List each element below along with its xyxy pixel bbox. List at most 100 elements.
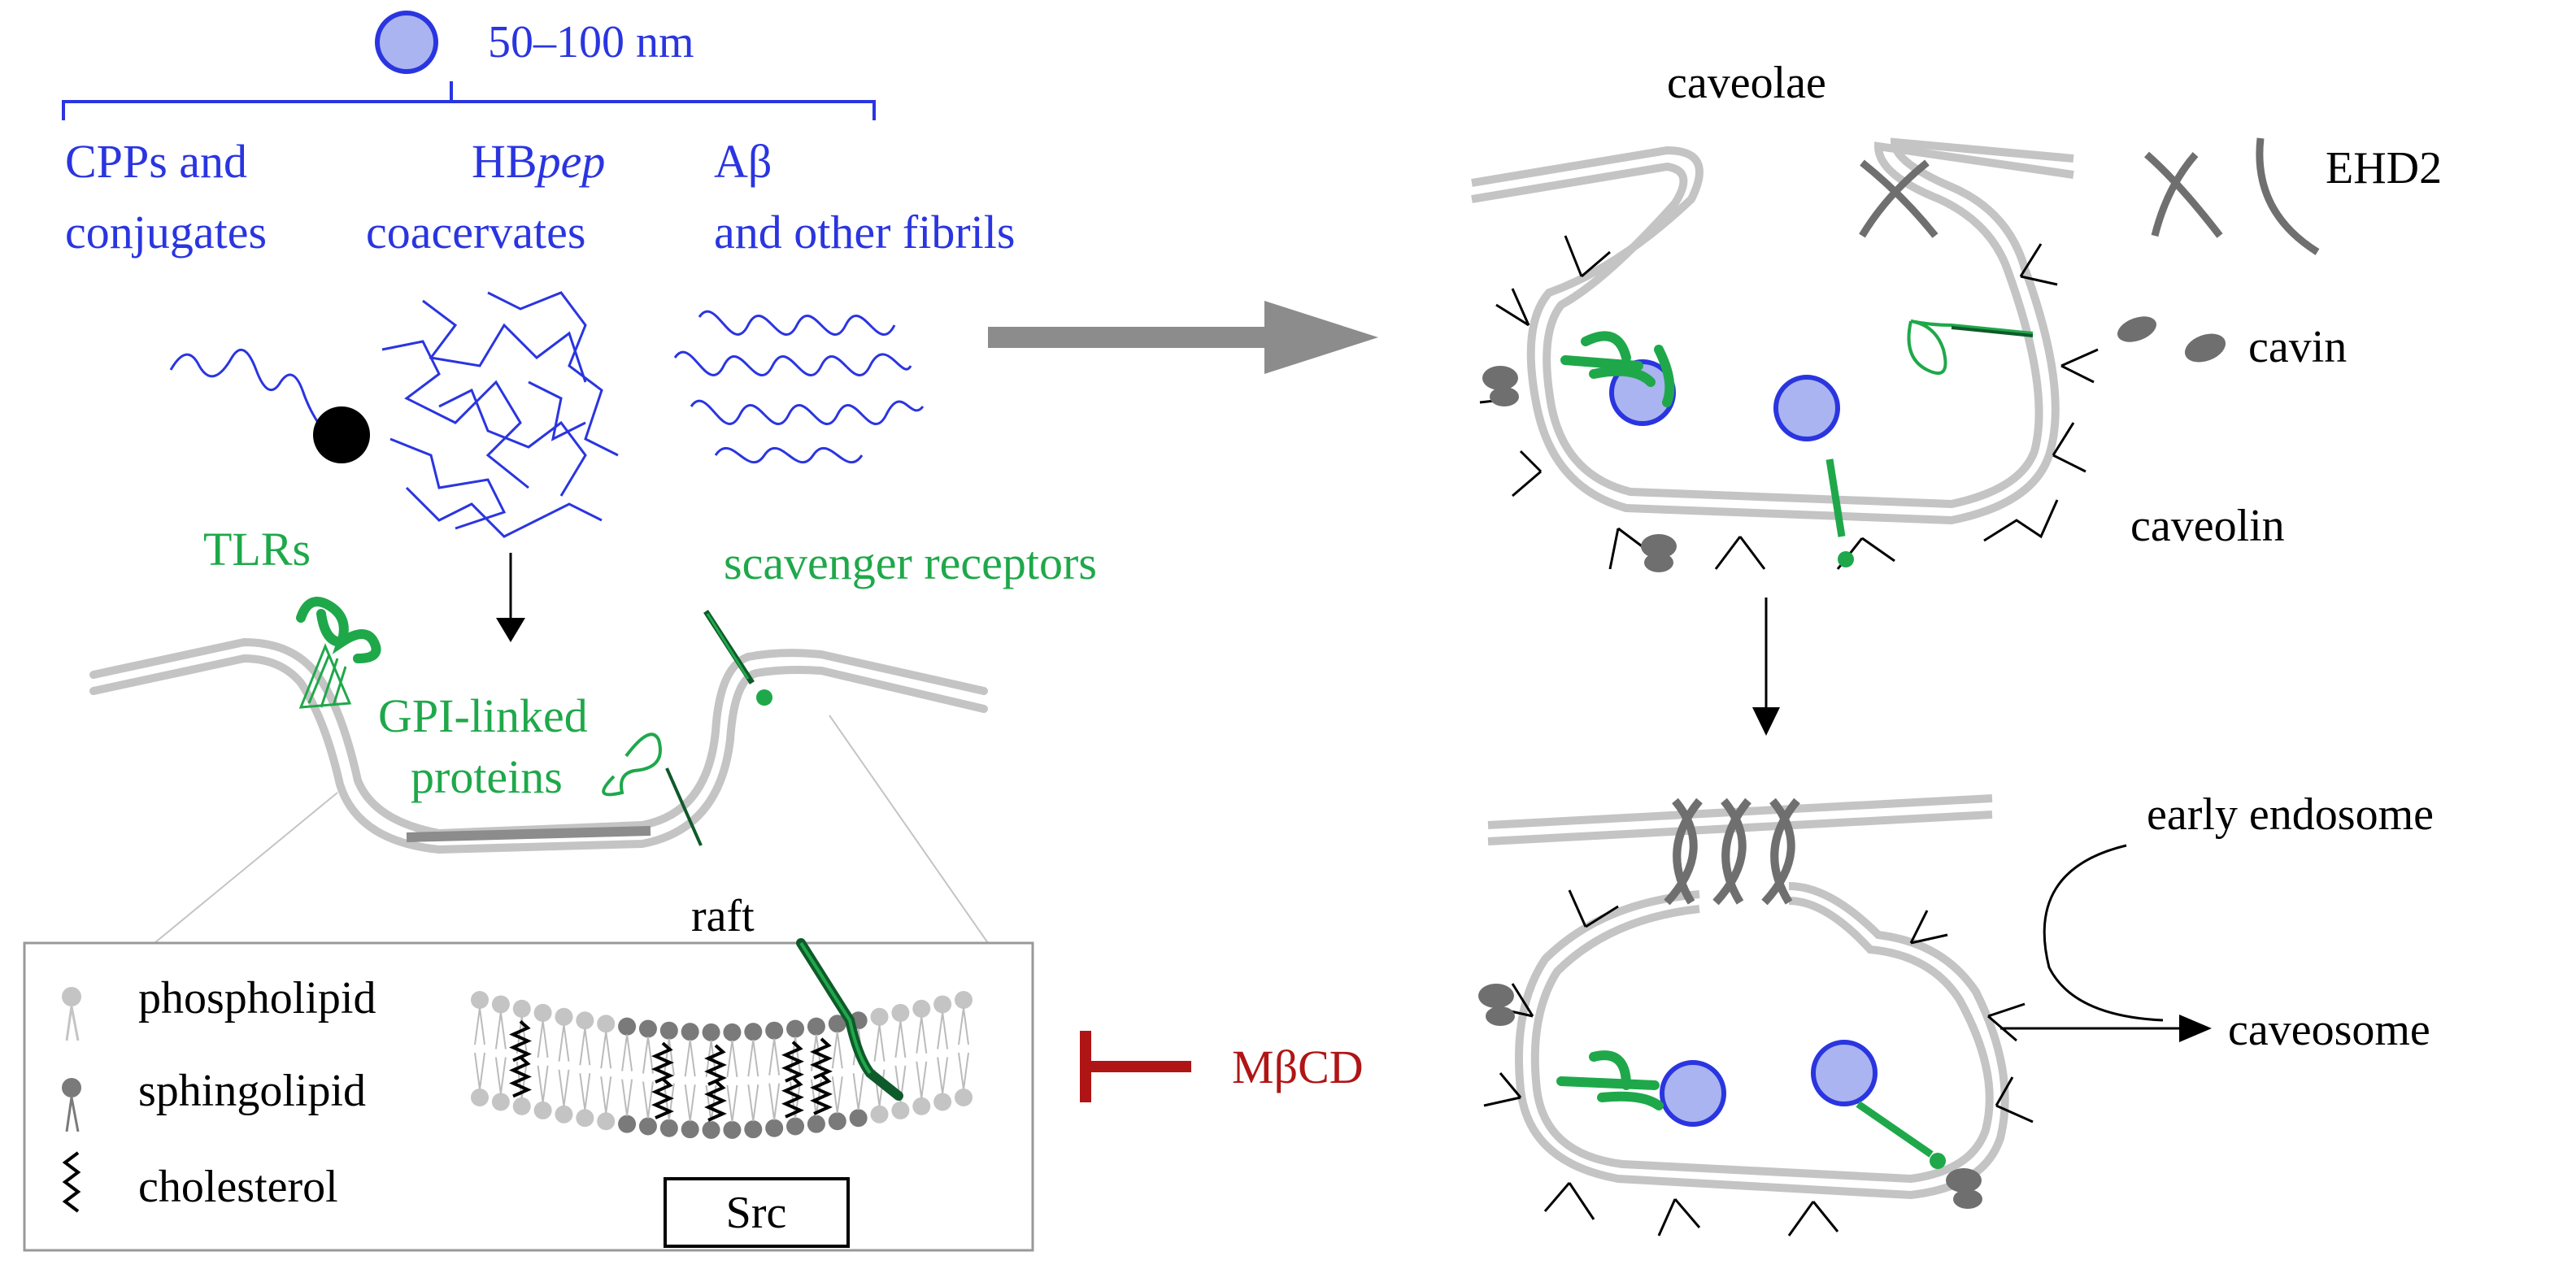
cavin-icon (2117, 316, 2156, 342)
raft-label: raft (691, 891, 755, 941)
lipid-head (933, 1093, 952, 1111)
lipid-tail (600, 1076, 612, 1114)
lipid-head (702, 1120, 720, 1139)
lipid-head (471, 991, 489, 1009)
transition-arrow (988, 301, 1378, 374)
tlr-icon (296, 597, 381, 709)
lipid-tail (768, 1038, 781, 1076)
lipid-head (807, 1017, 825, 1036)
scavenger-bottom (1856, 1101, 1934, 1158)
lipid-tail (831, 1076, 843, 1114)
lipid-tail (600, 1032, 612, 1069)
particle-bottom-right (1811, 1040, 1878, 1106)
abeta-label-line1: Aβ (714, 135, 772, 188)
lipid-head (807, 1115, 825, 1133)
gpi-label-line2: proteins (411, 750, 563, 803)
lipid-tail (579, 1028, 591, 1066)
lipid-head (786, 1019, 805, 1038)
lipid-tail (937, 1057, 949, 1094)
lipid-legend: phospholipid sphingolipid cholesterol (62, 973, 376, 1213)
lipid-tail (474, 1052, 485, 1090)
size-bracket (62, 81, 876, 120)
lipid-head (723, 1023, 742, 1041)
legend-sphingolipid: sphingolipid (138, 1066, 366, 1116)
lipid-tail (937, 1012, 949, 1050)
lipid-tail (958, 1007, 969, 1045)
lipid-tail (916, 1061, 928, 1098)
gpi-label-line1: GPI-linked (378, 689, 588, 742)
cholesterol-icon (62, 1151, 81, 1213)
caveosome-label: caveosome (2228, 1005, 2430, 1055)
abeta-label-line2: and other fibrils (714, 206, 1015, 259)
lipid-head (891, 1003, 910, 1022)
lipid-head (912, 999, 931, 1018)
fibril-icon (673, 310, 925, 463)
tlr-top (1560, 331, 1675, 407)
ehd2-label: EHD2 (2326, 143, 2442, 193)
coacervate-icon (381, 291, 619, 538)
lipid-tail (873, 1024, 886, 1062)
lipid-tail (537, 1065, 549, 1103)
cholesterol-molecule (509, 1055, 532, 1098)
lipid-tail (621, 1079, 633, 1116)
cholesterol-molecule (704, 1044, 727, 1086)
lipid-head (512, 1097, 531, 1115)
phospholipid-icon (62, 987, 81, 1006)
lipid-head (491, 995, 510, 1014)
caveolin-label: caveolin (2130, 501, 2285, 551)
lipid-head (765, 1119, 784, 1137)
cpp-label-line1: CPPs and (65, 135, 247, 188)
lipid-tail (747, 1040, 759, 1077)
scavenger-top (1825, 458, 1846, 537)
lipid-head (891, 1101, 910, 1119)
lipid-tail (537, 1020, 549, 1058)
lipid-tail (684, 1040, 696, 1077)
cavin-cluster-bottom (1478, 984, 1982, 1209)
ehd2-ring-bottom (1664, 797, 1800, 906)
lipid-tail (642, 1081, 654, 1119)
inhibitor-symbol (1080, 1031, 1191, 1102)
raft-bilayer (471, 991, 973, 1139)
lipid-tail (768, 1083, 781, 1120)
ehd2-ring-top (1859, 159, 1939, 238)
lipid-head (533, 1101, 552, 1119)
particle-top-center (1773, 375, 1840, 441)
lipid-tail (684, 1084, 696, 1122)
mbcd-label: MβCD (1232, 1041, 1364, 1093)
lipid-head (555, 1007, 573, 1026)
lipid-head (955, 1089, 973, 1106)
lipid-tail (558, 1069, 570, 1106)
lipid-head (870, 1105, 889, 1123)
lipid-head (638, 1019, 657, 1038)
lipid-tail (894, 1020, 907, 1058)
lipid-head (765, 1021, 784, 1040)
cavin-cluster-top (1482, 366, 1677, 572)
hbpep-label-line2: coacervates (366, 206, 585, 259)
gpi-linked-protein-icon (602, 732, 703, 846)
lipid-tail (726, 1040, 738, 1078)
src-label: Src (726, 1188, 787, 1238)
lipid-head (659, 1119, 678, 1137)
lipid-tail (747, 1084, 759, 1122)
particle-bottom-left (1660, 1060, 1726, 1127)
curved-arrow (2043, 844, 2164, 1022)
down-arrow-left (496, 553, 525, 642)
particle-type-labels: CPPs and conjugates HBpep coacervates Aβ… (65, 135, 1015, 259)
lipid-tail (663, 1038, 675, 1076)
lipid-head (533, 1003, 552, 1022)
lipid-tail (621, 1034, 633, 1071)
src-box (664, 1177, 850, 1248)
lipid-head (955, 991, 973, 1009)
gpi-top (1907, 319, 2034, 376)
lipid-raft-inset (23, 941, 1034, 1252)
lipid-head (618, 1115, 637, 1133)
lipid-head (618, 1017, 637, 1036)
cholesterol-molecule (509, 1019, 532, 1063)
sphingolipid-icon (62, 1078, 81, 1097)
size-label: 50–100 nm (488, 17, 694, 67)
cholesterol-molecule (651, 1041, 674, 1084)
lipid-head (828, 1015, 846, 1033)
zoom-line-right (829, 715, 989, 944)
lipid-tail (916, 1016, 928, 1054)
lipid-tail (494, 1057, 507, 1094)
